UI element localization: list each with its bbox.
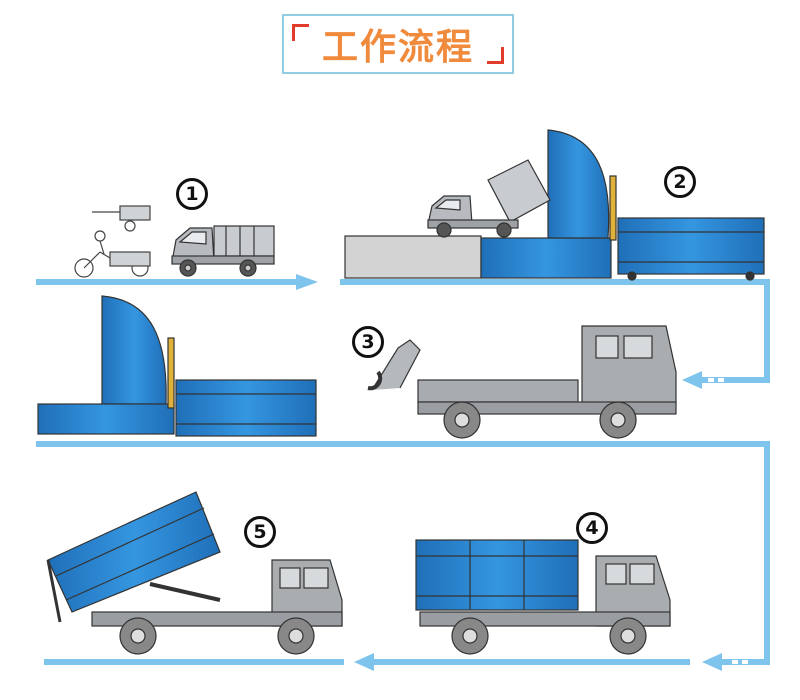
hydraulic-ram: [609, 175, 617, 241]
station-base-2: [37, 403, 175, 435]
stage-4-transport: [415, 539, 671, 655]
flow-arrow-row3-left: [354, 653, 374, 671]
step-5-badge: 5: [244, 516, 276, 548]
flow-line-row1-right: [340, 279, 770, 285]
step-2-badge: 2: [664, 166, 696, 198]
flow-dash-2: [742, 660, 748, 664]
flow-path: [36, 274, 770, 671]
stage-2-station-loading: [344, 129, 765, 281]
stage-5-dumping: [46, 491, 343, 655]
flow-arrow-row2: [682, 371, 702, 389]
flow-line-row3-mid: [372, 659, 690, 665]
step-3-badge: 3: [352, 326, 384, 358]
dumping-truck-icon: [91, 559, 343, 655]
flow-line-right2: [764, 441, 770, 665]
stage-1-collection: [74, 205, 275, 278]
flow-line-row2: [36, 441, 770, 447]
tipped-container: [47, 491, 221, 613]
stage-3-hook-lift: [37, 295, 677, 439]
title-corner-bottom-right: [487, 47, 504, 64]
hand-cart-icon: [92, 205, 151, 232]
station-base: [480, 237, 612, 279]
flow-dash-1: [732, 660, 738, 664]
flow-line-right1: [764, 279, 770, 383]
title-corner-top-left: [292, 24, 309, 41]
title-box: 工作流程: [282, 14, 514, 74]
concrete-platform: [344, 235, 482, 279]
station-container: [617, 217, 765, 275]
flow-line-row3-left: [44, 659, 344, 665]
flow-line-row1-left: [36, 279, 298, 285]
page-title: 工作流程: [321, 27, 474, 68]
compactor-hood: [547, 129, 610, 239]
loaded-container: [415, 539, 579, 611]
flow-arrow-row1: [296, 274, 318, 290]
station-container-2: [175, 379, 317, 437]
flow-dash-3: [708, 378, 714, 382]
tipping-mini-truck-icon: [427, 159, 551, 238]
small-collection-truck-icon: [171, 225, 275, 277]
compactor-hood-2: [101, 295, 167, 405]
hydraulic-ram-2: [167, 337, 175, 409]
step-1-badge: 1: [176, 178, 208, 210]
step-4-badge: 4: [576, 512, 608, 544]
transport-truck-icon: [419, 555, 671, 655]
tricycle-icon: [74, 230, 151, 278]
flow-line-row2-feed: [700, 377, 770, 383]
flow-dash-4: [718, 378, 724, 382]
hook-lift-truck-icon: [367, 325, 677, 439]
flow-arrow-row3-right: [702, 653, 722, 671]
